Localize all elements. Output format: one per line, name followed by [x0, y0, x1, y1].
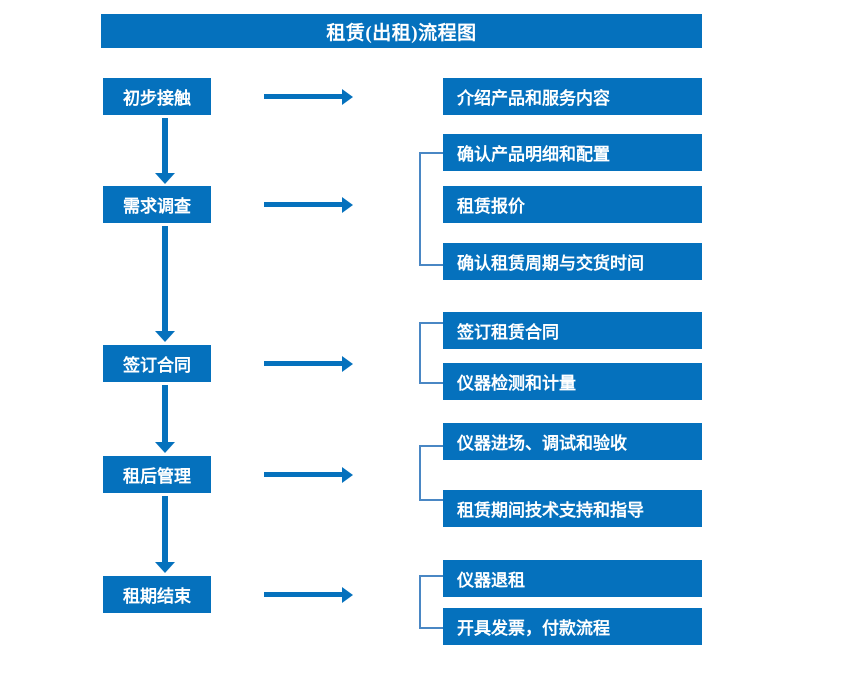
group-bracket	[419, 152, 443, 266]
arrow-down-icon	[153, 226, 177, 342]
arrow-right-icon	[264, 466, 353, 484]
stage-box[interactable]: 初步接触	[103, 78, 211, 115]
arrow-head	[342, 197, 353, 213]
detail-box[interactable]: 仪器检测和计量	[443, 363, 702, 400]
arrow-head	[342, 467, 353, 483]
detail-box[interactable]: 租赁报价	[443, 186, 702, 223]
detail-box[interactable]: 开具发票，付款流程	[443, 608, 702, 645]
detail-box[interactable]: 确认产品明细和配置	[443, 134, 702, 171]
arrow-shaft	[264, 472, 344, 477]
detail-box[interactable]: 租赁期间技术支持和指导	[443, 490, 702, 527]
arrow-head	[342, 89, 353, 105]
arrow-head	[155, 562, 175, 573]
group-bracket	[419, 445, 443, 501]
group-bracket	[419, 575, 443, 629]
detail-box[interactable]: 确认租赁周期与交货时间	[443, 243, 702, 280]
arrow-shaft	[264, 94, 344, 99]
arrow-shaft	[162, 496, 168, 562]
arrow-shaft	[162, 226, 168, 331]
page-title: 租赁(出租)流程图	[101, 14, 702, 48]
arrow-head	[155, 173, 175, 184]
arrow-head	[155, 331, 175, 342]
arrow-shaft	[264, 361, 344, 366]
detail-box[interactable]: 签订租赁合同	[443, 312, 702, 349]
arrow-shaft	[264, 592, 344, 597]
stage-box[interactable]: 签订合同	[103, 345, 211, 382]
detail-box[interactable]: 介绍产品和服务内容	[443, 78, 702, 115]
arrow-right-icon	[264, 88, 353, 106]
stage-box[interactable]: 需求调查	[103, 186, 211, 223]
arrow-right-icon	[264, 196, 353, 214]
arrow-down-icon	[153, 385, 177, 453]
detail-box[interactable]: 仪器退租	[443, 560, 702, 597]
arrow-right-icon	[264, 355, 353, 373]
arrow-down-icon	[153, 118, 177, 184]
arrow-shaft	[264, 202, 344, 207]
stage-box[interactable]: 租期结束	[103, 576, 211, 613]
arrow-head	[342, 356, 353, 372]
arrow-head	[342, 587, 353, 603]
arrow-head	[155, 442, 175, 453]
arrow-shaft	[162, 385, 168, 442]
detail-box[interactable]: 仪器进场、调试和验收	[443, 423, 702, 460]
arrow-shaft	[162, 118, 168, 173]
arrow-down-icon	[153, 496, 177, 573]
group-bracket	[419, 322, 443, 384]
stage-box[interactable]: 租后管理	[103, 456, 211, 493]
arrow-right-icon	[264, 586, 353, 604]
